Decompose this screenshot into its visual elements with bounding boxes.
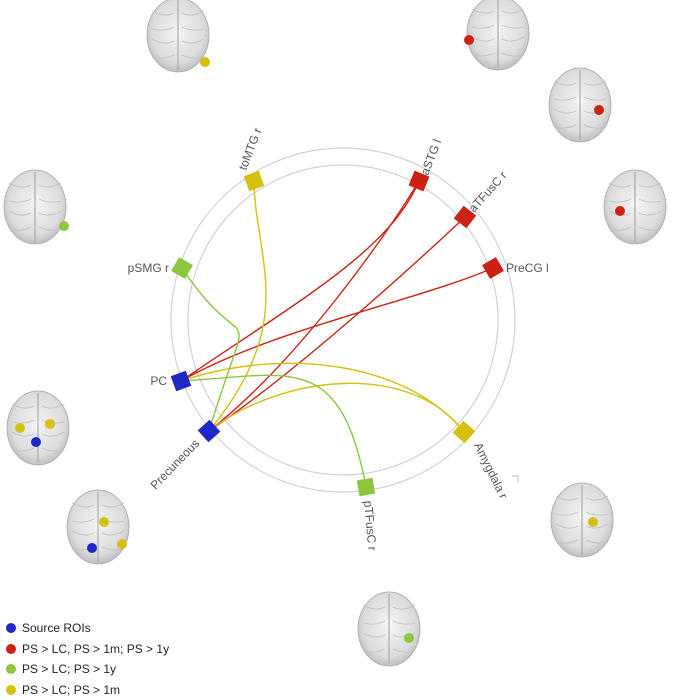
node-pSMG — [171, 257, 193, 279]
roi-marker-red — [464, 35, 474, 45]
small-bracket-mark — [512, 476, 518, 482]
node-label-toMTG: toMTG r — [236, 126, 265, 172]
brain-left-upper — [4, 170, 69, 244]
connection-Precuneous-toMTG — [209, 181, 266, 431]
brain-top-right — [464, 0, 529, 70]
brain-right-lower — [551, 483, 613, 557]
roi-marker-source — [31, 437, 41, 447]
roi-marker-yellow — [99, 517, 109, 527]
roi-marker-yellow — [200, 57, 210, 67]
brain-top-left — [147, 0, 210, 72]
legend-dot-red — [6, 644, 16, 654]
node-label-aTFusC: aTFusC r — [466, 168, 510, 215]
legend: Source ROIs PS > LC, PS > 1m; PS > 1y PS… — [6, 618, 169, 700]
brain-bottom — [358, 592, 420, 666]
brain-right-mid — [604, 170, 666, 244]
roi-marker-green — [59, 221, 69, 231]
brain-left-mid — [7, 391, 69, 465]
legend-label: Source ROIs — [22, 621, 91, 635]
legend-label: PS > LC; PS > 1y — [22, 662, 116, 676]
node-label-aSTG: aSTG l — [418, 137, 444, 177]
legend-label: PS > LC, PS > 1m; PS > 1y — [22, 642, 169, 656]
brain-right-upper — [549, 68, 611, 142]
node-label-PreCG: PreCG l — [506, 261, 549, 275]
connection-PC-aSTG — [181, 181, 419, 381]
legend-label: PS > LC; PS > 1m — [22, 683, 120, 697]
legend-item-source: Source ROIs — [6, 618, 169, 639]
node-Precuneous — [198, 420, 221, 443]
roi-marker-red — [594, 105, 604, 115]
roi-marker-yellow — [117, 539, 127, 549]
legend-dot-green — [6, 664, 16, 674]
roi-marker-yellow — [45, 419, 55, 429]
inner-ring — [188, 165, 498, 475]
brain-left-lower — [67, 490, 129, 564]
legend-dot-yellow — [6, 685, 16, 695]
roi-marker-green — [404, 633, 414, 643]
node-label-pTFusC: pTFusC r — [361, 500, 379, 551]
legend-dot-source — [6, 623, 16, 633]
roi-marker-red — [615, 206, 625, 216]
roi-marker-source — [87, 543, 97, 553]
node-Amygdala — [453, 421, 476, 444]
roi-marker-yellow — [588, 517, 598, 527]
legend-item-yellow: PS > LC; PS > 1m — [6, 680, 169, 700]
connection-Precuneous-aSTG — [209, 181, 419, 431]
node-PreCG — [482, 257, 504, 279]
roi-marker-yellow — [15, 423, 25, 433]
node-label-pSMG: pSMG r — [128, 261, 169, 275]
connection-PC-PreCG — [181, 268, 493, 381]
node-PC — [171, 371, 192, 392]
legend-item-green: PS > LC; PS > 1y — [6, 659, 169, 680]
node-pTFusC — [357, 478, 376, 497]
node-label-PC: PC — [150, 374, 167, 388]
connection-Precuneous-Amygdala — [209, 383, 464, 432]
node-label-Precuneous: Precuneous — [148, 436, 203, 492]
node-label-Amygdala: Amygdala r — [471, 440, 510, 501]
legend-item-red: PS > LC, PS > 1m; PS > 1y — [6, 639, 169, 660]
